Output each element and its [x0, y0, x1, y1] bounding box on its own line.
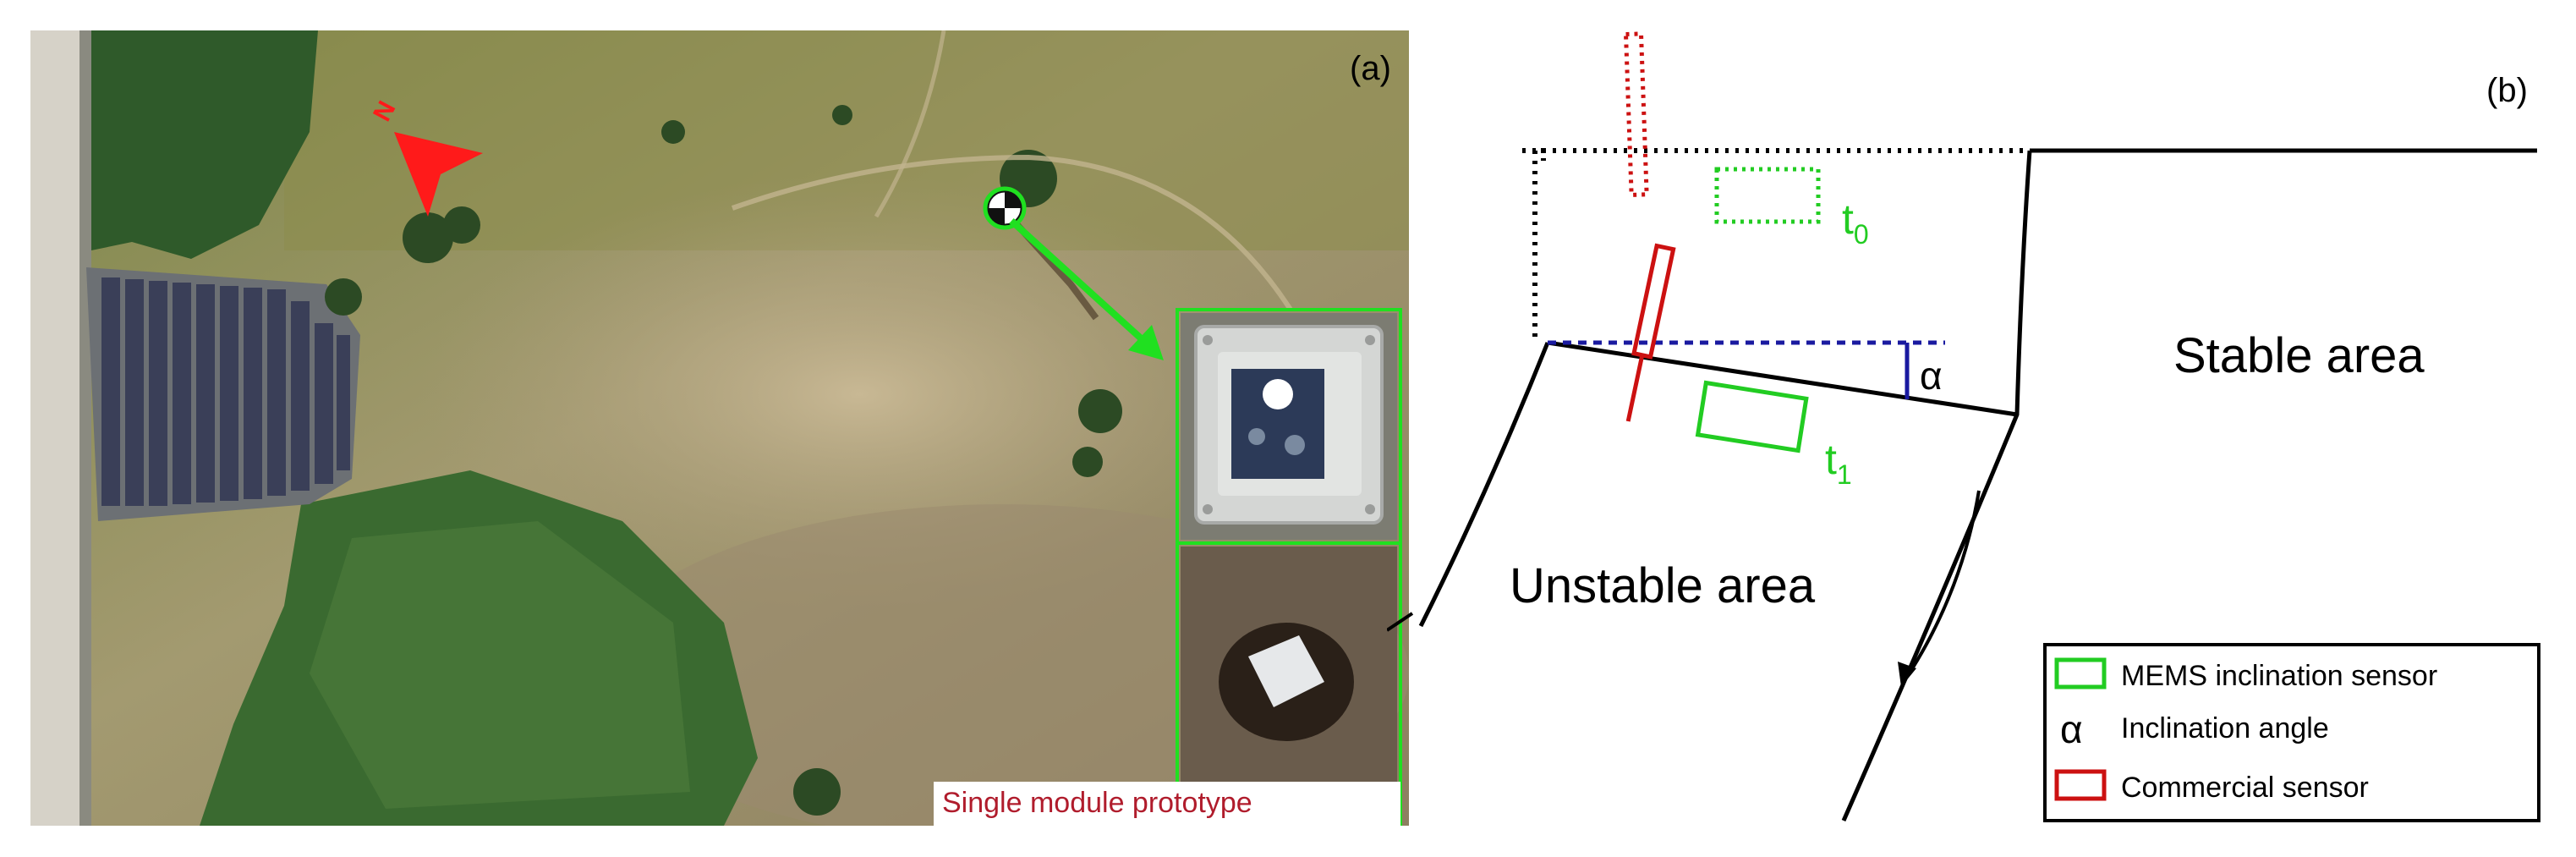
schematic-panel: α t0 t1 Stable area Unstable area (b): [1385, 0, 2576, 853]
legend-alpha-symbol: α: [2060, 707, 2083, 751]
prototype-inset: [1176, 308, 1402, 826]
aerial-photo: N: [30, 30, 1409, 826]
sensor-location-icon: [983, 186, 1027, 230]
commercial-sensor-t0: [1623, 31, 1649, 198]
aerial-photo-panel: N: [30, 30, 1409, 826]
legend-item-angle: Inclination angle: [2121, 712, 2329, 744]
legend-mems-swatch: [2054, 657, 2107, 689]
legend-commercial-swatch: [2054, 769, 2107, 801]
dirt-track: [732, 154, 1293, 311]
legend-box: [2043, 643, 2540, 822]
alpha-label: α: [1920, 354, 1943, 398]
road-edge: [79, 30, 91, 826]
unstable-area-label: Unstable area: [1510, 558, 1816, 613]
commercial-sensor-t1: [1625, 243, 1676, 422]
road: [30, 30, 79, 826]
legend-item-commercial: Commercial sensor: [2121, 772, 2369, 804]
t0-label: t0: [1842, 195, 1869, 250]
forest-top-left: [91, 30, 318, 259]
legend-item-mems: MEMS inclination sensor: [2121, 660, 2437, 692]
connector-line: [1385, 612, 1414, 632]
slide-direction-arrow: [1905, 490, 1981, 678]
t1-label: t1: [1825, 436, 1852, 490]
panel-a-label: (a): [1350, 50, 1391, 87]
schematic-diagram: α t0 t1 Stable area Unstable area (b): [1385, 31, 2540, 822]
inset-caption: Single module prototype: [942, 787, 1252, 819]
solar-array: [86, 267, 360, 521]
displaced-surface: [1547, 340, 2018, 417]
unstable-edge: [1418, 342, 1550, 628]
stable-area-label: Stable area: [2173, 328, 2425, 383]
shrubs: [325, 105, 1122, 816]
sensor-box-icon: [1248, 635, 1324, 707]
panel-b-label: (b): [2486, 72, 2528, 109]
mems-sensor-t1: [1695, 380, 1809, 453]
mems-sensor-t0: [1714, 167, 1821, 224]
failure-surface: [1841, 150, 2032, 822]
legend: MEMS inclination sensor α Inclination an…: [2043, 643, 2540, 822]
north-arrow-icon: [394, 132, 483, 217]
pointer-arrow: [1009, 218, 1164, 360]
original-surface: [1522, 148, 2030, 161]
